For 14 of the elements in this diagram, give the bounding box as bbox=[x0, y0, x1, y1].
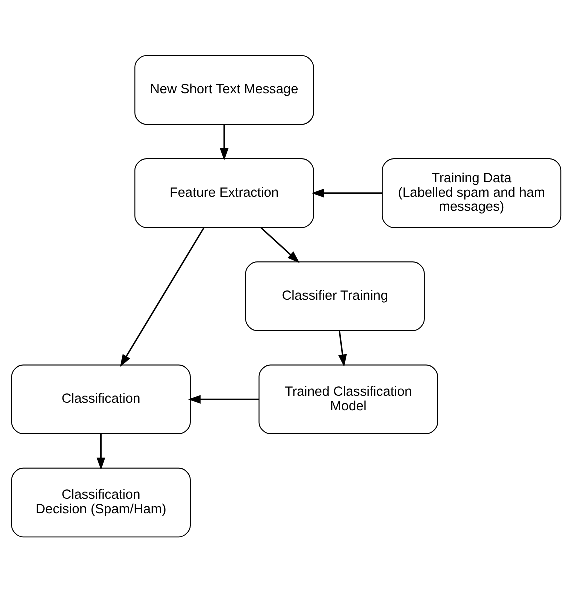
arrow bbox=[312, 188, 382, 198]
arrow bbox=[120, 227, 205, 367]
arrow bbox=[260, 226, 300, 263]
arrow bbox=[338, 330, 348, 367]
node-box: Feature Extraction bbox=[134, 158, 314, 228]
arrow bbox=[96, 434, 106, 470]
node-box: Classification Decision (Spam/Ham) bbox=[11, 467, 191, 538]
node-box: Classifier Training bbox=[245, 261, 425, 331]
arrow bbox=[220, 124, 229, 160]
node-box: Classification bbox=[11, 364, 191, 434]
node-box: Training Data (Labelled spam and ham messages) bbox=[382, 158, 562, 228]
node-box: Trained Classification Model bbox=[258, 364, 438, 434]
arrow bbox=[188, 394, 260, 404]
node-box: New Short Text Message bbox=[134, 54, 314, 125]
